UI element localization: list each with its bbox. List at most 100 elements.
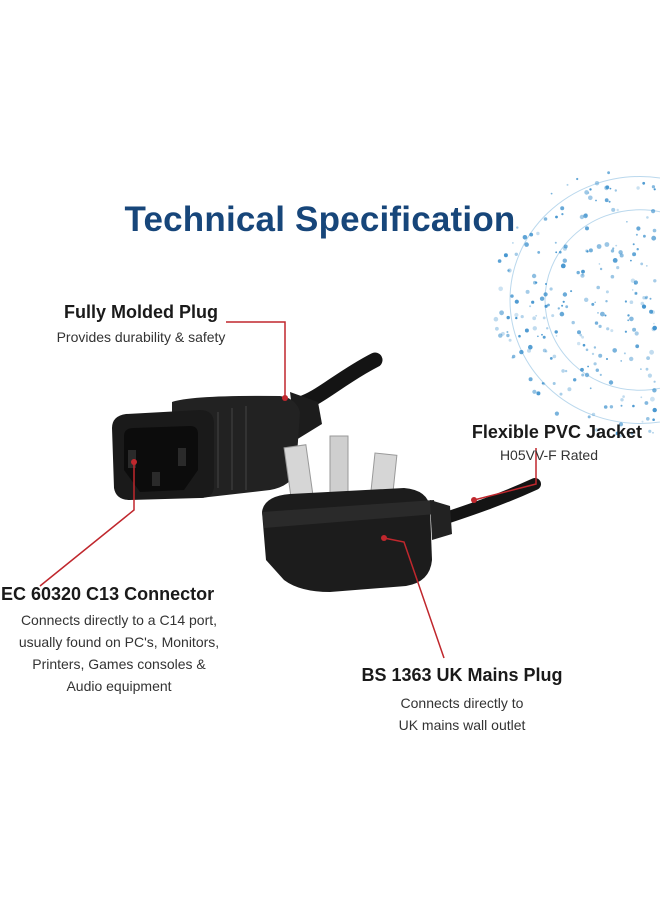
globe-dot — [644, 296, 648, 300]
globe-dot — [542, 335, 546, 339]
globe-dot — [593, 346, 597, 349]
globe-dot — [589, 188, 592, 191]
globe-dot — [528, 344, 533, 350]
globe-dot — [585, 249, 589, 253]
globe-dot — [620, 404, 623, 407]
globe-dot — [629, 356, 634, 362]
globe-dot — [518, 334, 521, 338]
globe-dot — [653, 279, 657, 283]
globe-dot — [544, 304, 548, 308]
globe-dot — [634, 331, 639, 336]
globe-dot — [561, 369, 565, 373]
globe-dot — [555, 335, 558, 337]
globe-dot — [636, 248, 639, 251]
globe-dot — [497, 259, 502, 263]
globe-dot — [539, 296, 545, 301]
globe-dot — [652, 407, 657, 413]
globe-dot — [629, 316, 634, 322]
globe-dot — [511, 356, 514, 359]
globe-dot — [607, 171, 610, 175]
globe-dot — [594, 181, 600, 186]
globe-dot — [536, 391, 541, 396]
globe-dot — [630, 259, 632, 262]
globe-dot — [543, 292, 548, 297]
globe-dot — [646, 216, 649, 219]
globe-dot — [498, 286, 504, 292]
globe-dot — [645, 295, 649, 299]
callout-line-iec — [39, 462, 135, 587]
globe-dot — [645, 265, 648, 267]
globe-dot — [561, 213, 564, 216]
globe-dot — [649, 309, 654, 314]
globe-dot — [537, 251, 541, 254]
globe-dot — [649, 297, 652, 300]
globe-dot — [532, 326, 537, 331]
globe-dot — [589, 387, 592, 390]
globe-dot — [608, 200, 611, 203]
globe-dot — [620, 360, 622, 362]
globe-dot — [524, 328, 529, 333]
globe-dot — [522, 235, 528, 240]
globe-dot — [576, 177, 579, 181]
globe-dot — [598, 433, 601, 436]
globe-dot — [622, 395, 625, 398]
globe-dot — [624, 330, 628, 333]
globe-dot — [525, 289, 530, 294]
globe-dot — [596, 285, 600, 290]
globe-dot — [512, 354, 516, 359]
globe-dot — [581, 335, 584, 339]
globe-dot — [623, 352, 626, 355]
globe-dot — [514, 312, 519, 318]
globe-dot — [547, 303, 550, 307]
globe-dot — [610, 329, 614, 333]
globe-dot — [652, 388, 657, 393]
globe-dot — [608, 380, 614, 385]
callout-heading: Flexible PVC Jacket — [471, 422, 642, 442]
globe-arc — [509, 176, 660, 424]
globe-dot — [633, 280, 639, 285]
globe-dot — [588, 195, 593, 201]
callout-line-jacket — [473, 448, 537, 501]
description-line: Connects directly to — [400, 695, 524, 711]
description-line: usually found on PC's, Monitors, — [18, 634, 220, 650]
globe-dot — [554, 330, 558, 334]
globe-dot — [561, 304, 564, 307]
globe-dot — [647, 373, 653, 378]
description-line: Audio equipment — [66, 678, 172, 694]
globe-dot — [564, 369, 568, 373]
globe-dot — [543, 217, 548, 221]
globe-dot — [501, 331, 505, 336]
globe-arc — [544, 209, 660, 391]
globe-dot — [599, 373, 602, 376]
globe-dot — [541, 333, 543, 336]
callout-description: H05VV-F Rated — [499, 447, 598, 463]
globe-dot — [506, 333, 510, 338]
globe-dot — [609, 187, 612, 190]
globe-dot — [542, 382, 546, 386]
globe-dot — [598, 324, 602, 328]
globe-dot — [591, 302, 595, 306]
globe-dot — [588, 248, 593, 253]
globe-dot — [549, 287, 553, 291]
globe-dot — [620, 398, 624, 402]
globe-dot — [634, 291, 638, 295]
globe-dot — [514, 252, 518, 256]
globe-dot — [559, 311, 565, 317]
globe-dot — [579, 333, 583, 337]
globe-dot — [632, 252, 637, 257]
globe-dot — [596, 244, 602, 249]
globe-dot — [580, 367, 584, 372]
globe-dot — [610, 249, 615, 253]
globe-dot — [616, 266, 620, 270]
globe-dot — [648, 429, 652, 433]
globe-dot — [640, 368, 642, 370]
globe-dot — [563, 244, 568, 249]
globe-dot — [541, 382, 544, 385]
globe-dot — [646, 417, 650, 421]
globe-dot — [565, 305, 569, 309]
globe-dot — [506, 331, 509, 333]
globe-dot — [626, 221, 628, 223]
globe-dot — [519, 349, 524, 355]
globe-dot — [524, 242, 529, 247]
